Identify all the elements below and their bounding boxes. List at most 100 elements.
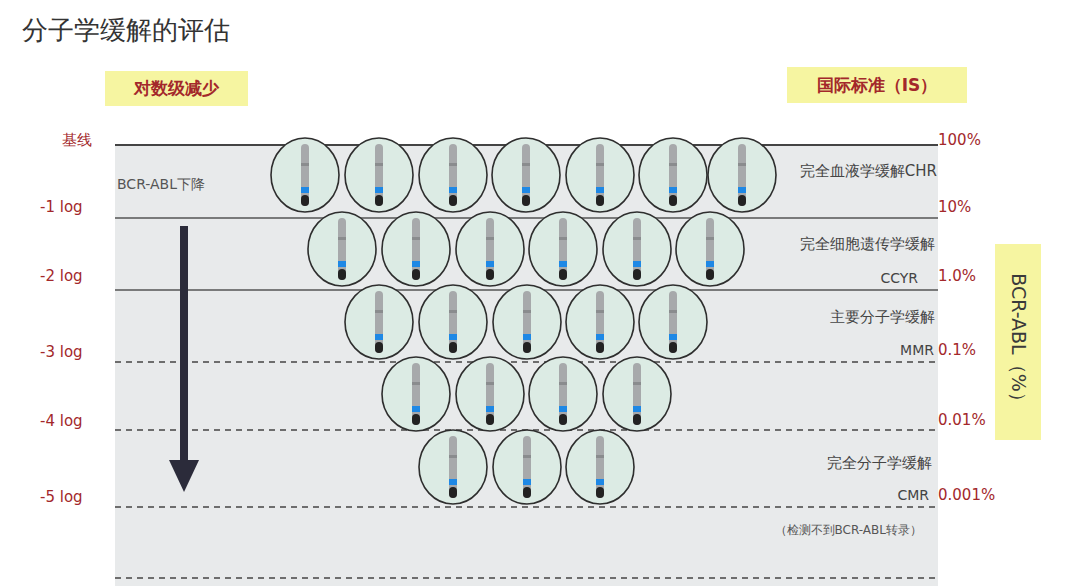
chromosome-band	[706, 237, 714, 240]
chromosome-band	[596, 163, 604, 166]
chromosome-tip	[486, 269, 494, 280]
cell-oval	[603, 357, 671, 431]
chromosome-tip	[738, 195, 746, 206]
bcr-abl-segment	[449, 479, 457, 485]
bcr-abl-segment	[738, 187, 746, 193]
cell-oval	[493, 430, 561, 504]
cell-oval	[271, 138, 339, 212]
leukemia-cell	[639, 138, 707, 212]
cell-oval	[676, 212, 744, 286]
leukemia-cell	[676, 212, 744, 286]
chromosome-tip	[596, 195, 604, 206]
chromosome-tip	[412, 414, 420, 425]
cell-oval	[419, 285, 487, 359]
cell-oval	[382, 357, 450, 431]
chromosome-band	[449, 455, 457, 458]
band-dashed-line	[115, 361, 938, 363]
chromosome-band	[559, 382, 567, 385]
leukemia-cell	[708, 138, 776, 212]
bcr-abl-segment	[375, 334, 383, 340]
leukemia-cell	[419, 430, 487, 504]
chromosome	[375, 144, 383, 206]
band-name: 完全细胞遗传学缓解	[800, 236, 935, 253]
bcr-abl-segment	[338, 261, 346, 267]
title: 分子学缓解的评估	[22, 16, 230, 46]
leukemia-cell	[529, 212, 597, 286]
chromosome-tip	[301, 195, 309, 206]
band-name: 完全血液学缓解CHR	[800, 163, 937, 180]
chromosome	[412, 363, 420, 425]
decline-arrow-shaft	[180, 226, 188, 462]
chromosome	[449, 144, 457, 206]
chromosome	[559, 218, 567, 280]
band-note: （检测不到BCR-ABL转录）	[775, 524, 922, 538]
cell-oval	[603, 212, 671, 286]
chromosome-band	[522, 163, 530, 166]
chromosome	[633, 363, 641, 425]
chromosome	[486, 218, 494, 280]
chromosome-band	[523, 310, 531, 313]
cell-oval	[566, 138, 634, 212]
cell-oval	[419, 138, 487, 212]
bcr-abl-segment	[523, 334, 531, 340]
chromosome-tip	[486, 414, 494, 425]
band-dashed-line	[115, 506, 938, 508]
chromosome-band	[633, 237, 641, 240]
band-abbrev: MMR	[900, 342, 934, 358]
band-abbrev: CMR	[897, 487, 929, 503]
cell-oval	[419, 430, 487, 504]
chromosome-tip	[523, 342, 531, 353]
band-name: 主要分子学缓解	[830, 309, 935, 326]
band-note: BCR-ABL下降	[117, 176, 205, 192]
vertical-header-box: BCR-ABL（%）	[995, 244, 1041, 440]
leukemia-cell	[419, 285, 487, 359]
percent-label: 0.1%	[938, 342, 976, 359]
bcr-abl-segment	[522, 187, 530, 193]
chromosome	[523, 291, 531, 353]
percent-label: 0.01%	[938, 412, 986, 429]
chromosome-tip	[559, 414, 567, 425]
cell-oval	[456, 212, 524, 286]
chromosome	[669, 144, 677, 206]
chromosome-band	[738, 163, 746, 166]
percent-label: 1.0%	[938, 268, 976, 285]
bcr-abl-segment	[706, 261, 714, 267]
chromosome	[338, 218, 346, 280]
bcr-abl-segment	[633, 406, 641, 412]
leukemia-cell	[603, 212, 671, 286]
leukemia-cell	[456, 212, 524, 286]
chromosome-tip	[338, 269, 346, 280]
header-box: 国际标准（IS）	[787, 67, 967, 103]
bcr-abl-segment	[412, 406, 420, 412]
bcr-abl-segment	[301, 187, 309, 193]
cell-oval	[308, 212, 376, 286]
chromosome	[375, 291, 383, 353]
chromosome-band	[669, 310, 677, 313]
leukemia-cell	[529, 357, 597, 431]
bcr-abl-segment	[449, 187, 457, 193]
chromosome-tip	[706, 269, 714, 280]
cell-oval	[708, 138, 776, 212]
bcr-abl-segment	[669, 187, 677, 193]
cell-oval	[529, 357, 597, 431]
chromosome-band	[412, 237, 420, 240]
chromosome-band	[338, 237, 346, 240]
leukemia-cell	[308, 212, 376, 286]
bcr-abl-segment	[633, 261, 641, 267]
decline-arrow-head	[169, 460, 199, 492]
leukemia-cell	[382, 357, 450, 431]
chromosome	[449, 436, 457, 498]
chromosome-band	[375, 310, 383, 313]
chromosome-tip	[523, 487, 531, 498]
leukemia-cell	[456, 357, 524, 431]
chromosome	[523, 436, 531, 498]
leukemia-cell	[419, 138, 487, 212]
chromosome-band	[523, 455, 531, 458]
cell-oval	[345, 138, 413, 212]
leukemia-cell	[566, 285, 634, 359]
leukemia-cell	[345, 138, 413, 212]
chromosome-tip	[596, 342, 604, 353]
chromosome	[669, 291, 677, 353]
chromosome-tip	[596, 487, 604, 498]
cell-oval	[639, 285, 707, 359]
